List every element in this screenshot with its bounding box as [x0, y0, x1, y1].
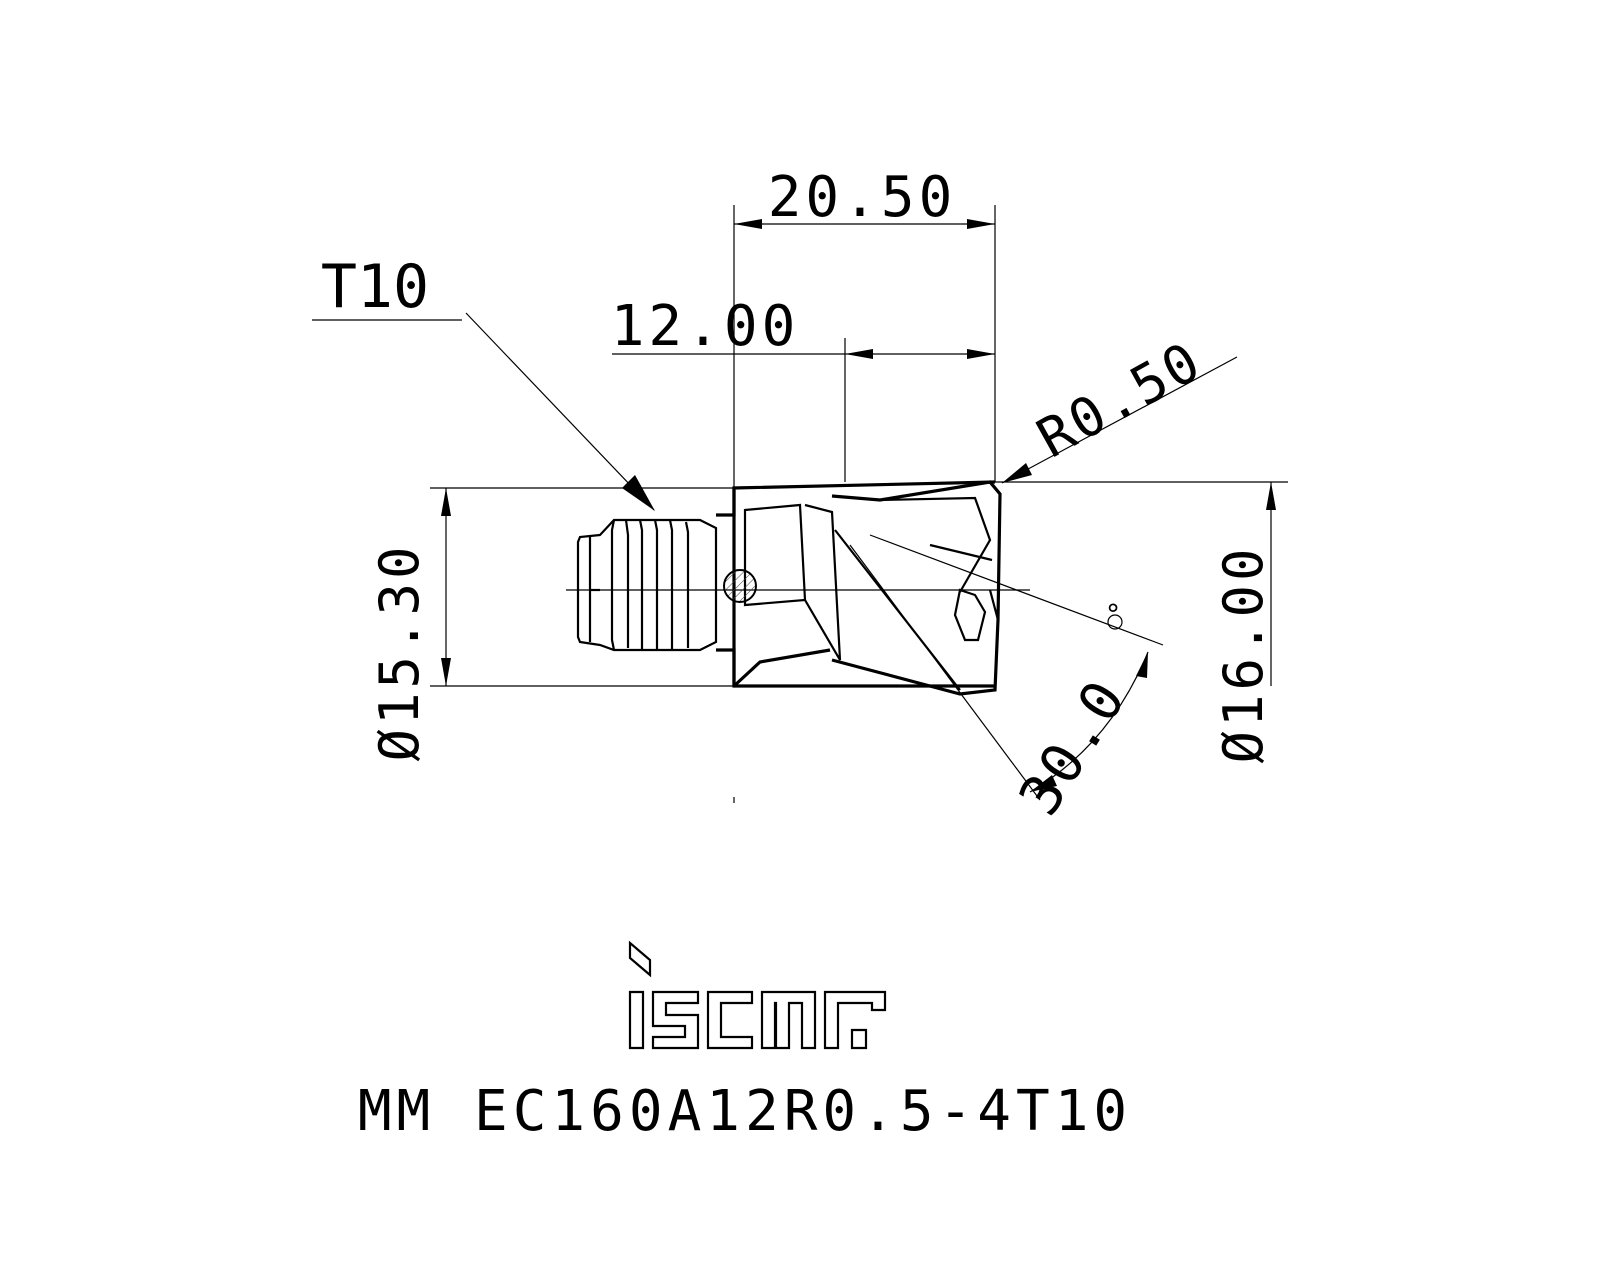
radius-callout: R0.50 — [1001, 329, 1238, 484]
radius-label: R0.50 — [1027, 329, 1213, 470]
head-outline — [831, 480, 1002, 696]
shank-outline — [576, 518, 718, 652]
center-hole — [723, 569, 757, 603]
cutting-edge-tip — [953, 588, 987, 642]
logo-s — [651, 990, 700, 1050]
shank-diameter-label: Ø15.30 — [368, 542, 431, 761]
thread-crest-1 — [624, 519, 630, 648]
logo-dot — [628, 940, 652, 978]
angle-arrow-bottom — [1030, 775, 1057, 792]
arrow-top — [441, 488, 451, 516]
leader-line — [1001, 356, 1238, 484]
lower-flute — [732, 648, 831, 688]
thread-crest-4 — [668, 519, 674, 650]
degree-mark: ° — [1105, 598, 1122, 631]
leader-line — [465, 312, 655, 511]
total-length-label: 20.50 — [768, 165, 957, 230]
flute-line — [834, 529, 961, 691]
shank-length-label: 12.00 — [611, 294, 800, 359]
thread-crest-5 — [684, 521, 690, 648]
logo-r — [823, 990, 887, 1050]
upper-flute — [879, 496, 992, 593]
dimension-shank-diameter: Ø15.30 — [368, 487, 734, 762]
thread-label: T10 — [321, 252, 429, 322]
arrow-bottom — [441, 658, 451, 686]
angle-arrow-top — [1136, 652, 1148, 678]
iscar-logo: iscar — [628, 940, 887, 1050]
dimension-shank-length: 12.00 — [611, 294, 995, 482]
thread-crest-2 — [638, 519, 644, 650]
angle-vertex-mark — [1107, 614, 1123, 630]
dimension-cutting-diameter: Ø16.00 — [995, 481, 1288, 764]
arrow-left — [845, 349, 873, 359]
arrow-right — [967, 349, 995, 359]
thread-start — [610, 519, 616, 651]
logo-i — [628, 990, 645, 1050]
helix-angle-label: 30.0 — [1007, 668, 1140, 827]
arrow-left — [734, 219, 762, 229]
logo-r-foot — [850, 1028, 868, 1050]
dimension-helix-angle: 30.0 ° — [849, 534, 1164, 827]
thread-crest-3 — [653, 519, 659, 650]
threaded-shank — [576, 518, 718, 652]
tip-edge — [988, 589, 1000, 621]
flute-edge-1 — [804, 503, 842, 661]
arrow-top — [1266, 482, 1276, 510]
arrow-right — [967, 219, 995, 229]
dimension-total-length: 20.50 — [733, 165, 996, 488]
cutting-head — [732, 480, 1123, 696]
designation-label: MM EC160A12R0.5-4T10 — [358, 1079, 1132, 1144]
cutting-diameter-label: Ø16.00 — [1212, 544, 1275, 763]
logo-c — [706, 990, 754, 1050]
logo-a — [760, 990, 817, 1050]
leader-arrow — [622, 475, 655, 511]
helix-edge — [929, 543, 993, 562]
leader-arrow — [1002, 463, 1032, 483]
tool-body — [716, 480, 996, 688]
thread-callout: T10 — [312, 252, 655, 511]
